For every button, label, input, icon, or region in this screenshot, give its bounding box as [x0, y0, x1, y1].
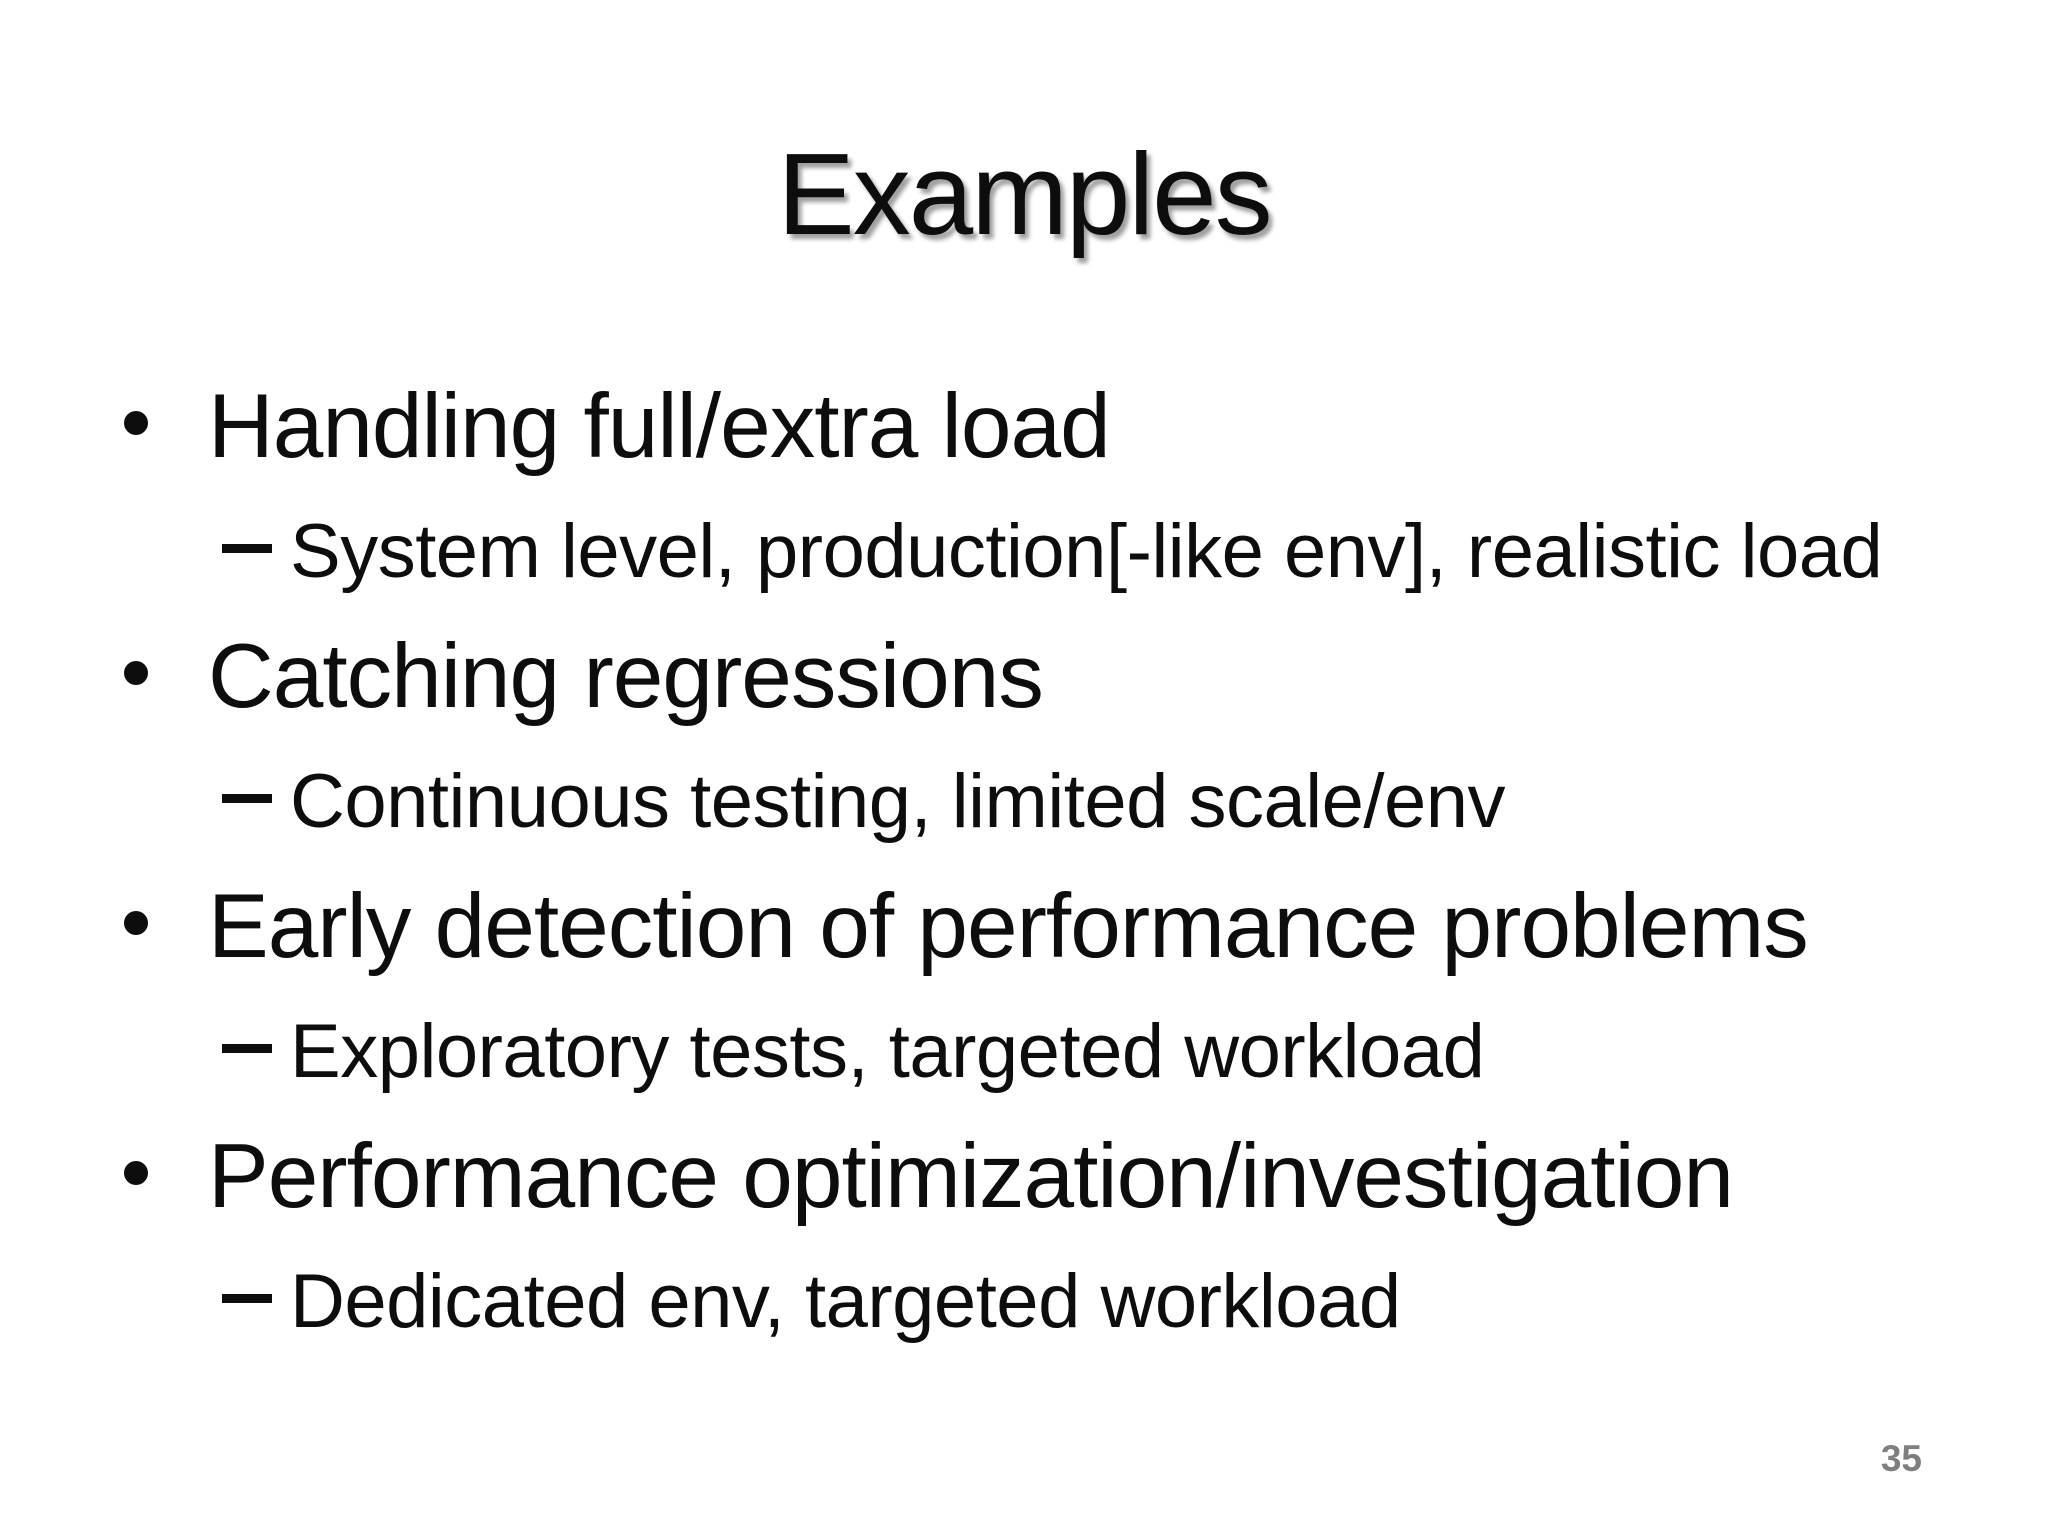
sub-bullet-label: Continuous testing, limited scale/env	[290, 759, 1506, 844]
sub-bullet-item: Exploratory tests, targeted workload	[0, 989, 2048, 1114]
dash-bullet-icon	[222, 794, 272, 803]
bullet-label: Catching regressions	[208, 626, 1044, 727]
sub-bullet-label: Dedicated env, targeted workload	[290, 1259, 1401, 1344]
bullet-dot-icon	[124, 411, 148, 435]
bullet-dot-icon	[124, 661, 148, 685]
sub-bullet-label: Exploratory tests, targeted workload	[290, 1009, 1485, 1094]
bullet-list: Handling full/extra load System level, p…	[0, 364, 2048, 1364]
bullet-dot-icon	[124, 1161, 148, 1185]
dash-bullet-icon	[222, 544, 272, 553]
slide-title: Examples	[777, 129, 1272, 259]
bullet-item: Early detection of performance problems	[0, 864, 2048, 989]
bullet-label: Early detection of performance problems	[208, 876, 1809, 977]
page-number: 35	[1880, 1438, 1922, 1479]
dash-bullet-icon	[222, 1044, 272, 1053]
dash-bullet-icon	[222, 1294, 272, 1303]
bullet-label: Handling full/extra load	[208, 376, 1111, 477]
sub-bullet-label: System level, production[-like env], rea…	[290, 509, 1883, 594]
bullet-item: Performance optimization/investigation	[0, 1114, 2048, 1239]
sub-bullet-item: Dedicated env, targeted workload	[0, 1239, 2048, 1364]
bullet-dot-icon	[124, 911, 148, 935]
bullet-item: Catching regressions	[0, 614, 2048, 739]
sub-bullet-item: Continuous testing, limited scale/env	[0, 739, 2048, 864]
bullet-label: Performance optimization/investigation	[208, 1126, 1734, 1227]
sub-bullet-item: System level, production[-like env], rea…	[0, 489, 2048, 614]
bullet-item: Handling full/extra load	[0, 364, 2048, 489]
